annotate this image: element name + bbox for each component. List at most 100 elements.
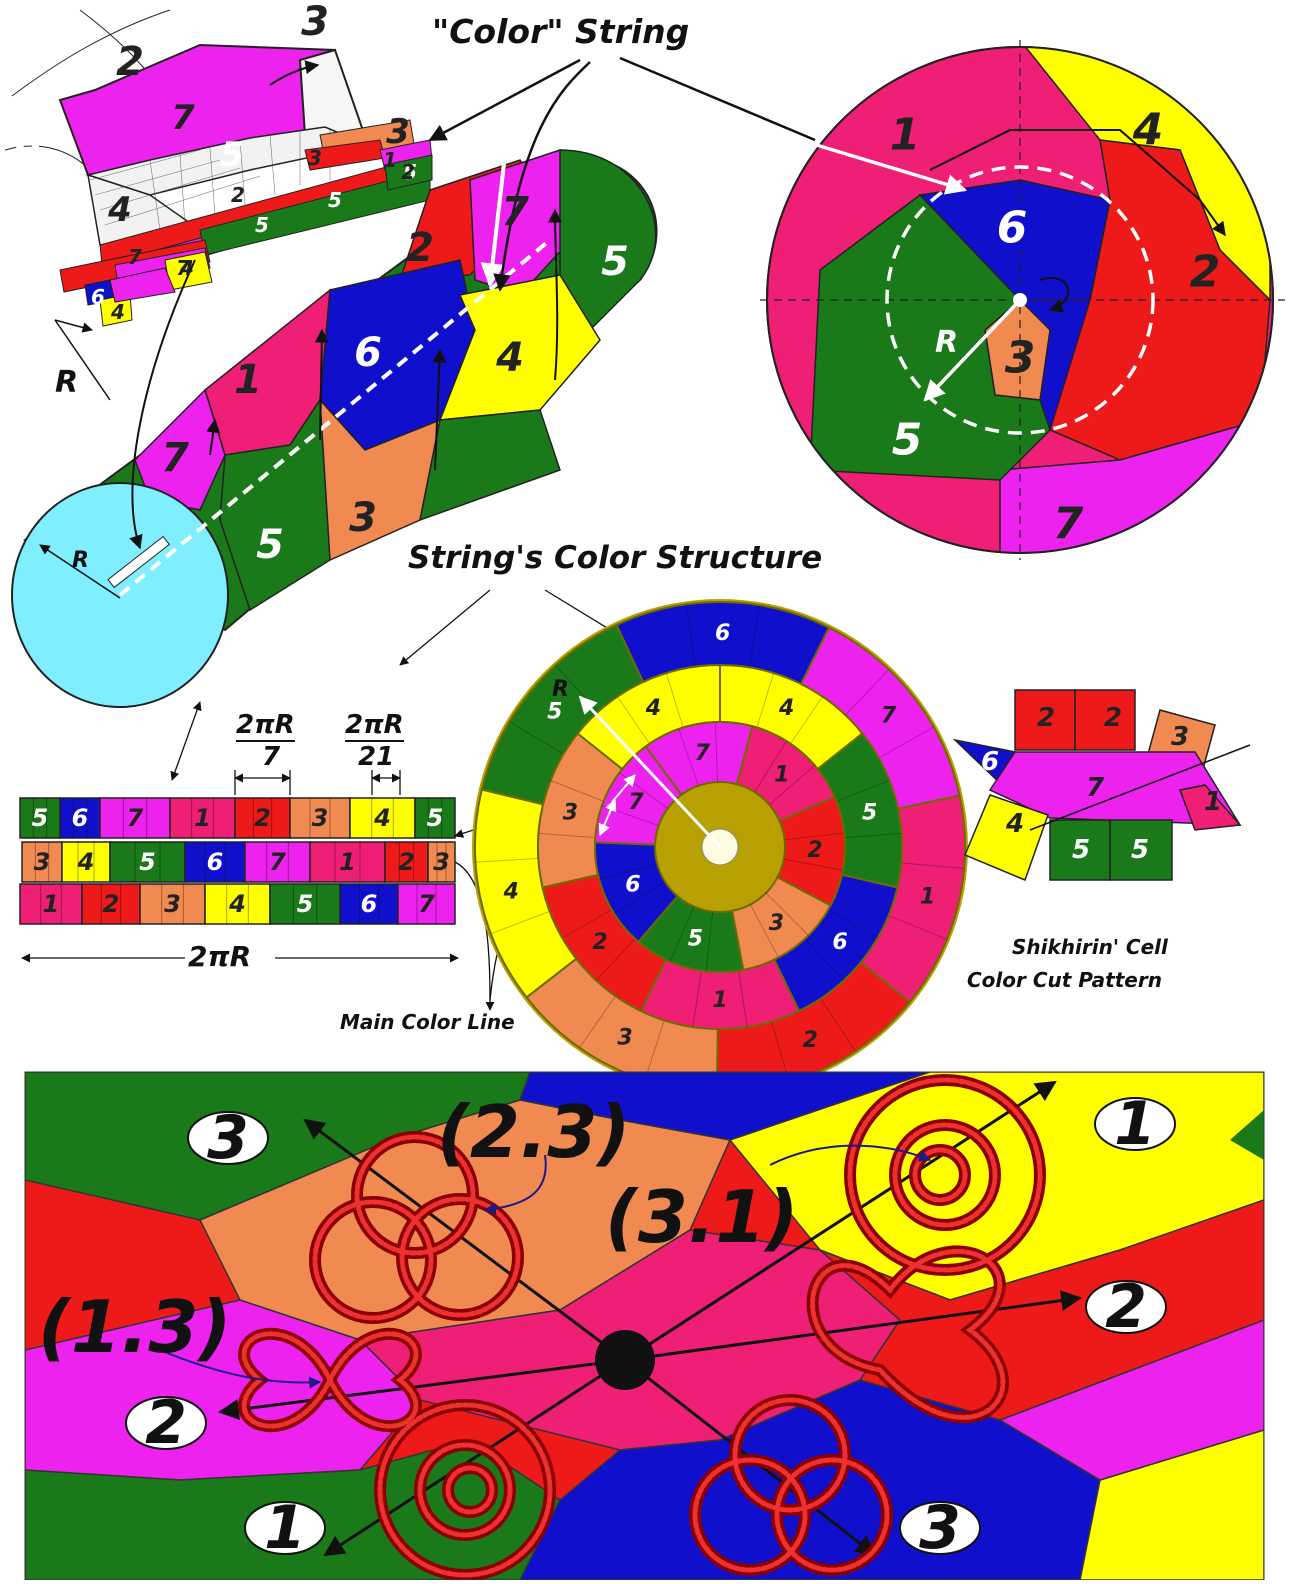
top-disc-label: 6: [997, 203, 1028, 254]
cylinder-label: 4: [495, 335, 524, 381]
cylinder-label: 5: [601, 239, 629, 285]
fraction-21-denominator: 21: [358, 742, 394, 772]
strip-label: 5: [32, 804, 49, 832]
fraction-7-denominator: 7: [262, 742, 280, 772]
strip-cell: 3: [22, 842, 62, 882]
strip-label: 6: [72, 804, 89, 832]
strip-label: 3: [312, 804, 329, 832]
ring-label: 2: [803, 1028, 818, 1053]
strip-label: 5: [297, 890, 314, 918]
strip-cell: 5: [415, 798, 455, 838]
strip-label: 3: [34, 848, 51, 876]
cell-title-line1: Shikhirin' Cell: [1012, 935, 1168, 959]
radius-label-top: R: [55, 365, 78, 400]
ring-label: 4: [778, 696, 794, 721]
strip-cell: 5: [20, 798, 60, 838]
knot-label-3-1: (3.1): [605, 1175, 798, 1259]
strip-label: 2: [103, 890, 120, 918]
circled-number: 1: [1114, 1089, 1156, 1159]
fraction-7-numerator: 2πR: [236, 710, 295, 742]
strip-label: 5: [427, 804, 444, 832]
strip-label: 7: [127, 804, 144, 832]
ring-label: 3: [563, 800, 578, 825]
strip-cell: 3: [290, 798, 350, 838]
fragment-label: 5: [255, 213, 269, 237]
circled-number: 2: [145, 1388, 187, 1458]
cell-label: 6: [981, 747, 999, 777]
fragment-label: 7: [171, 98, 195, 138]
strip-cell: 2: [385, 842, 428, 882]
ring-label: 7: [881, 703, 897, 728]
ring-label: 2: [807, 838, 822, 863]
ring-label: 2: [592, 930, 607, 955]
strip-label: 2: [254, 804, 271, 832]
fraction-21-numerator: 2πR: [345, 710, 404, 742]
cylinder-label: 2: [406, 225, 434, 271]
strip-cell: 3: [428, 842, 455, 882]
strip-label: 3: [164, 890, 181, 918]
strip-cell: 6: [340, 884, 398, 924]
strip-cell: 1: [20, 884, 82, 924]
fragment-label: 7: [128, 245, 142, 269]
ring-label: 5: [688, 926, 703, 951]
ring-label: 6: [625, 872, 640, 897]
fragment-label: 5: [220, 135, 244, 175]
cell-label: 1: [1204, 787, 1222, 817]
fragment-label: 2: [116, 39, 144, 85]
strip-label: 7: [418, 890, 435, 918]
main-color-line-title: Main Color Line: [340, 1010, 515, 1034]
color-string-title: "Color" String: [432, 12, 689, 51]
cylinder-label: 5: [256, 522, 284, 568]
cell-label: 4: [1005, 809, 1024, 839]
cell-label: 5: [1131, 835, 1149, 865]
fragment-label: 3: [301, 0, 329, 45]
cylinder-label: 1: [234, 357, 262, 403]
circled-number: 2: [1105, 1272, 1147, 1342]
strip-cell: 7: [100, 798, 170, 838]
radius-label-cap: R: [72, 548, 89, 573]
circled-number: 3: [207, 1103, 249, 1173]
fragment-label: 2: [231, 183, 245, 207]
strip-cell: 1: [310, 842, 385, 882]
cylinder-label: 7: [161, 435, 189, 481]
top-disc-label: 3: [1005, 333, 1036, 384]
strip-label: 1: [43, 890, 60, 918]
strip-cell: 5: [110, 842, 185, 882]
strip-label: 1: [194, 804, 211, 832]
cell-label: 2: [1037, 703, 1055, 733]
circled-number: 1: [264, 1493, 306, 1563]
strip-label: 4: [77, 848, 95, 876]
fragment-label: 2: [401, 160, 415, 184]
ring-label: 7: [628, 790, 644, 815]
strip-label: 2: [398, 848, 415, 876]
knot-label-1-3: (1.3): [38, 1285, 231, 1369]
strip-label: 5: [139, 848, 156, 876]
top-disc-label: 2: [1190, 247, 1221, 298]
radius-label-disc: R: [935, 325, 958, 360]
ring-label: 1: [920, 885, 935, 910]
top-disc-label: 1: [890, 110, 921, 161]
strip-cell: 6: [60, 798, 100, 838]
strip-cell: 2: [235, 798, 290, 838]
strip-cell: 1: [170, 798, 235, 838]
fragment-label: 4: [110, 300, 125, 324]
strip-cell: 3: [140, 884, 205, 924]
ring-label: 6: [832, 930, 847, 955]
ring-label: 1: [774, 762, 789, 787]
ring-label: 1: [712, 988, 727, 1013]
strip-cell: 6: [185, 842, 245, 882]
cell-label: 3: [1171, 722, 1189, 752]
cylinder-label: 3: [349, 495, 377, 541]
ring-label: 4: [645, 696, 661, 721]
circumference-label: 2πR: [188, 940, 251, 973]
strip-label: 3: [433, 848, 450, 876]
strip-label: 4: [228, 890, 246, 918]
top-disc: [760, 40, 1285, 570]
cell-label: 7: [1086, 773, 1105, 803]
knot-label-2-3: (2.3): [437, 1090, 630, 1174]
ring-label: 5: [547, 699, 562, 724]
ring-label: 5: [862, 800, 877, 825]
top-disc-label: 4: [1132, 105, 1164, 156]
